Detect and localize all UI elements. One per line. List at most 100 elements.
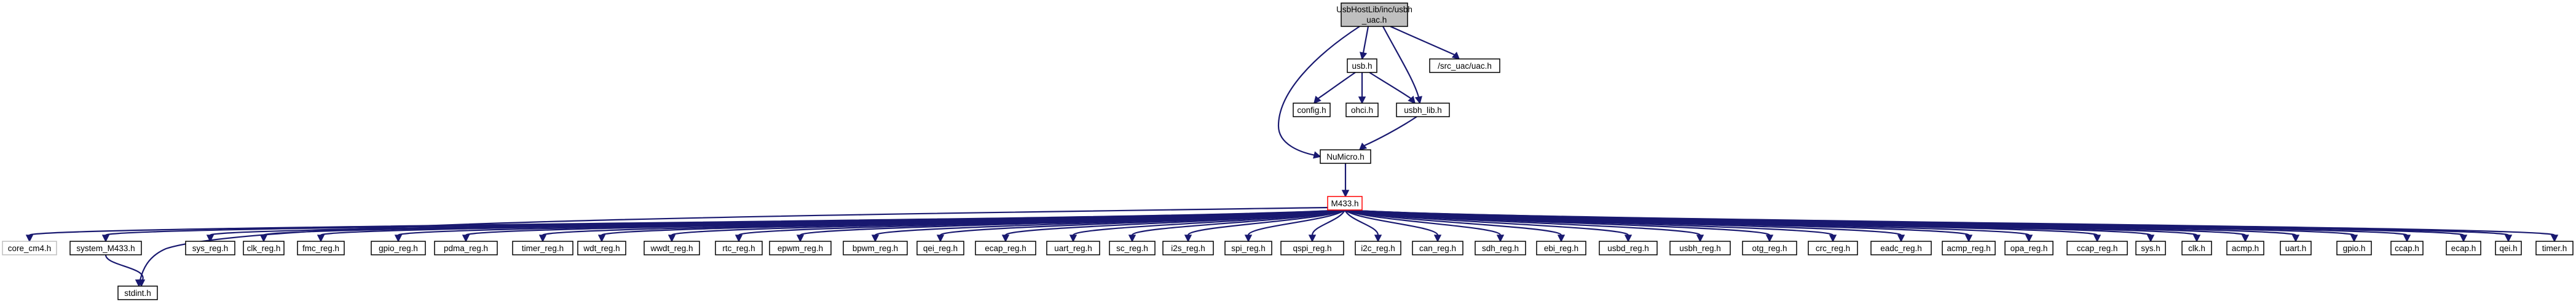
leaf-node-bpwm-reg-h[interactable]: bpwm_reg.h (843, 241, 908, 255)
edge-m433-to-leaf (1344, 209, 1379, 236)
leaf-node-label: system_M433.h (76, 244, 135, 253)
leaf-node-usbd-reg-h[interactable]: usbd_reg.h (1599, 241, 1658, 255)
edge-arrowhead (1184, 235, 1192, 243)
node-src-uac-uac-h[interactable]: /src_uac/uac.h (1429, 58, 1500, 73)
root-label-line-1: UsbHostLib/inc/usbh (1336, 5, 1412, 14)
edge-arrowhead (538, 235, 547, 243)
leaf-node-otg-reg-h[interactable]: otg_reg.h (1742, 241, 1797, 255)
leaf-node-sys-reg-h[interactable]: sys_reg.h (185, 241, 235, 255)
leaf-node-crc-reg-h[interactable]: crc_reg.h (1808, 241, 1858, 255)
leaf-node-ecap-h[interactable]: ecap.h (2446, 241, 2481, 255)
leaf-node-usbh-reg-h[interactable]: usbh_reg.h (1669, 241, 1731, 255)
leaf-node-system-m433-h[interactable]: system_M433.h (69, 241, 142, 255)
node-numicro-h[interactable]: NuMicro.h (1320, 149, 1371, 164)
edge-arrowhead (1696, 235, 1704, 243)
node-usb-h[interactable]: usb.h (1347, 58, 1377, 73)
leaf-node-label: usbd_reg.h (1607, 244, 1649, 253)
edge-arrowhead (2504, 235, 2513, 243)
leaf-node-clk-h[interactable]: clk.h (2181, 241, 2212, 255)
leaf-node-timer-h[interactable]: timer.h (2535, 241, 2574, 255)
leaf-node-label: eadc_reg.h (1880, 244, 1922, 253)
node-config-h[interactable]: config.h (1293, 103, 1331, 117)
node-stdint-h-label: stdint.h (124, 289, 151, 298)
leaf-node-label: usbh_reg.h (1679, 244, 1721, 253)
leaf-node-sys-h[interactable]: sys.h (2135, 241, 2166, 255)
node-usbh-lib-h[interactable]: usbh_lib.h (1396, 103, 1450, 117)
node-ohci-h[interactable]: ohci.h (1345, 103, 1379, 117)
leaf-node-ecap-reg-h[interactable]: ecap_reg.h (975, 241, 1036, 255)
edge-m433-to-leaf (1344, 209, 1439, 236)
leaf-node-label: uart_reg.h (1054, 244, 1092, 253)
leaf-node-ccap-reg-h[interactable]: ccap_reg.h (2066, 241, 2128, 255)
node-stdint-h[interactable]: stdint.h (117, 286, 158, 300)
leaf-node-label: pdma_reg.h (444, 244, 488, 253)
leaf-node-timer-reg-h[interactable]: timer_reg.h (512, 241, 573, 255)
leaf-node-label: sys.h (2141, 244, 2160, 253)
leaf-node-core-cm4-h[interactable]: core_cm4.h (2, 241, 57, 255)
leaf-header-nodes: core_cm4.h system_M433.h sys_reg.h clk_reg.… (2, 241, 2574, 255)
edge-arrowhead (1496, 235, 1505, 243)
leaf-node-ebi-reg-h[interactable]: ebi_reg.h (1536, 241, 1586, 255)
leaf-node-label: clk_reg.h (247, 244, 281, 253)
leaf-node-qspi-reg-h[interactable]: qspi_reg.h (1280, 241, 1344, 255)
node-root-usbh-uac[interactable]: UsbHostLib/inc/usbh _uac.h (1336, 2, 1412, 27)
edge-m433-to-leaf (1247, 209, 1345, 236)
edge-arrowhead (394, 235, 403, 243)
leaf-node-opa-reg-h[interactable]: opa_reg.h (2004, 241, 2054, 255)
leaf-node-gpio-h[interactable]: gpio.h (2336, 241, 2372, 255)
leaf-node-qei-h[interactable]: qei.h (2495, 241, 2522, 255)
edge-arrowhead (1313, 95, 1321, 104)
node-ohci-h-label: ohci.h (1351, 106, 1373, 115)
edge-m433-to-leaf (1344, 209, 2556, 236)
edge-arrowhead (25, 235, 34, 243)
leaf-node-i2c-reg-h[interactable]: i2c_reg.h (1355, 241, 1401, 255)
leaf-node-uart-h[interactable]: uart.h (2280, 241, 2312, 255)
edge-arrowhead (2550, 235, 2559, 243)
leaf-node-sc-reg-h[interactable]: sc_reg.h (1109, 241, 1156, 255)
leaf-node-rtc-reg-h[interactable]: rtc_reg.h (715, 241, 763, 255)
node-m433-h[interactable]: M433.h (1327, 196, 1363, 211)
leaf-node-label: qei_reg.h (923, 244, 958, 253)
leaf-node-acmp-reg-h[interactable]: acmp_reg.h (1942, 241, 1996, 255)
leaf-node-eadc-reg-h[interactable]: eadc_reg.h (1870, 241, 1932, 255)
edge-arrowhead (871, 235, 880, 243)
edge-arrowhead (1897, 235, 1905, 243)
leaf-node-sdh-reg-h[interactable]: sdh_reg.h (1475, 241, 1526, 255)
leaf-node-qei-reg-h[interactable]: qei_reg.h (916, 241, 964, 255)
edge-arrowhead (2459, 235, 2468, 243)
node-usbh-lib-h-label: usbh_lib.h (1404, 106, 1442, 115)
leaf-node-uart-reg-h[interactable]: uart_reg.h (1046, 241, 1100, 255)
leaf-node-can-reg-h[interactable]: can_reg.h (1412, 241, 1463, 255)
leaf-node-spi-reg-h[interactable]: spi_reg.h (1224, 241, 1272, 255)
leaf-node-label: ecap.h (2451, 244, 2476, 253)
leaf-node-label: opa_reg.h (2011, 244, 2048, 253)
edge-m433-to-leaf (1344, 209, 1502, 236)
edge-root-to-uac-h (1390, 25, 1455, 56)
edge-root-to-numicro-h (1277, 26, 1360, 157)
leaf-node-fmc-reg-h[interactable]: fmc_reg.h (297, 241, 345, 255)
leaf-node-label: ecap_reg.h (985, 244, 1026, 253)
leaf-node-clk-reg-h[interactable]: clk_reg.h (243, 241, 285, 255)
leaf-node-label: sys_reg.h (192, 244, 229, 253)
leaf-node-label: bpwm_reg.h (853, 244, 898, 253)
leaf-node-epwm-reg-h[interactable]: epwm_reg.h (769, 241, 832, 255)
leaf-node-acmp-h[interactable]: acmp.h (2226, 241, 2264, 255)
graph-nodes: UsbHostLib/inc/usbh _uac.h usb.h /src_ua… (117, 2, 1500, 300)
edge-m433-to-leaf (1344, 209, 1562, 236)
edge-arrowhead (2291, 235, 2300, 243)
leaf-node-label: sdh_reg.h (1482, 244, 1519, 253)
leaf-node-wdt-reg-h[interactable]: wdt_reg.h (577, 241, 626, 255)
edge-arrowhead (1360, 52, 1368, 60)
leaf-node-ccap-h[interactable]: ccap.h (2390, 241, 2424, 255)
leaf-node-pdma-reg-h[interactable]: pdma_reg.h (434, 241, 498, 255)
leaf-node-i2s-reg-h[interactable]: i2s_reg.h (1162, 241, 1214, 255)
leaf-node-label: acmp_reg.h (1947, 244, 1990, 253)
leaf-node-wwdt-reg-h[interactable]: wwdt_reg.h (644, 241, 700, 255)
edge-arrowhead (1408, 95, 1416, 104)
node-usb-h-label: usb.h (1352, 61, 1372, 71)
node-src-uac-uac-h-label: /src_uac/uac.h (1438, 61, 1492, 71)
leaf-node-label: fmc_reg.h (302, 244, 339, 253)
edge-arrowhead (597, 235, 606, 243)
edge-m433-to-leaf (1131, 209, 1345, 236)
leaf-node-gpio-reg-h[interactable]: gpio_reg.h (371, 241, 426, 255)
